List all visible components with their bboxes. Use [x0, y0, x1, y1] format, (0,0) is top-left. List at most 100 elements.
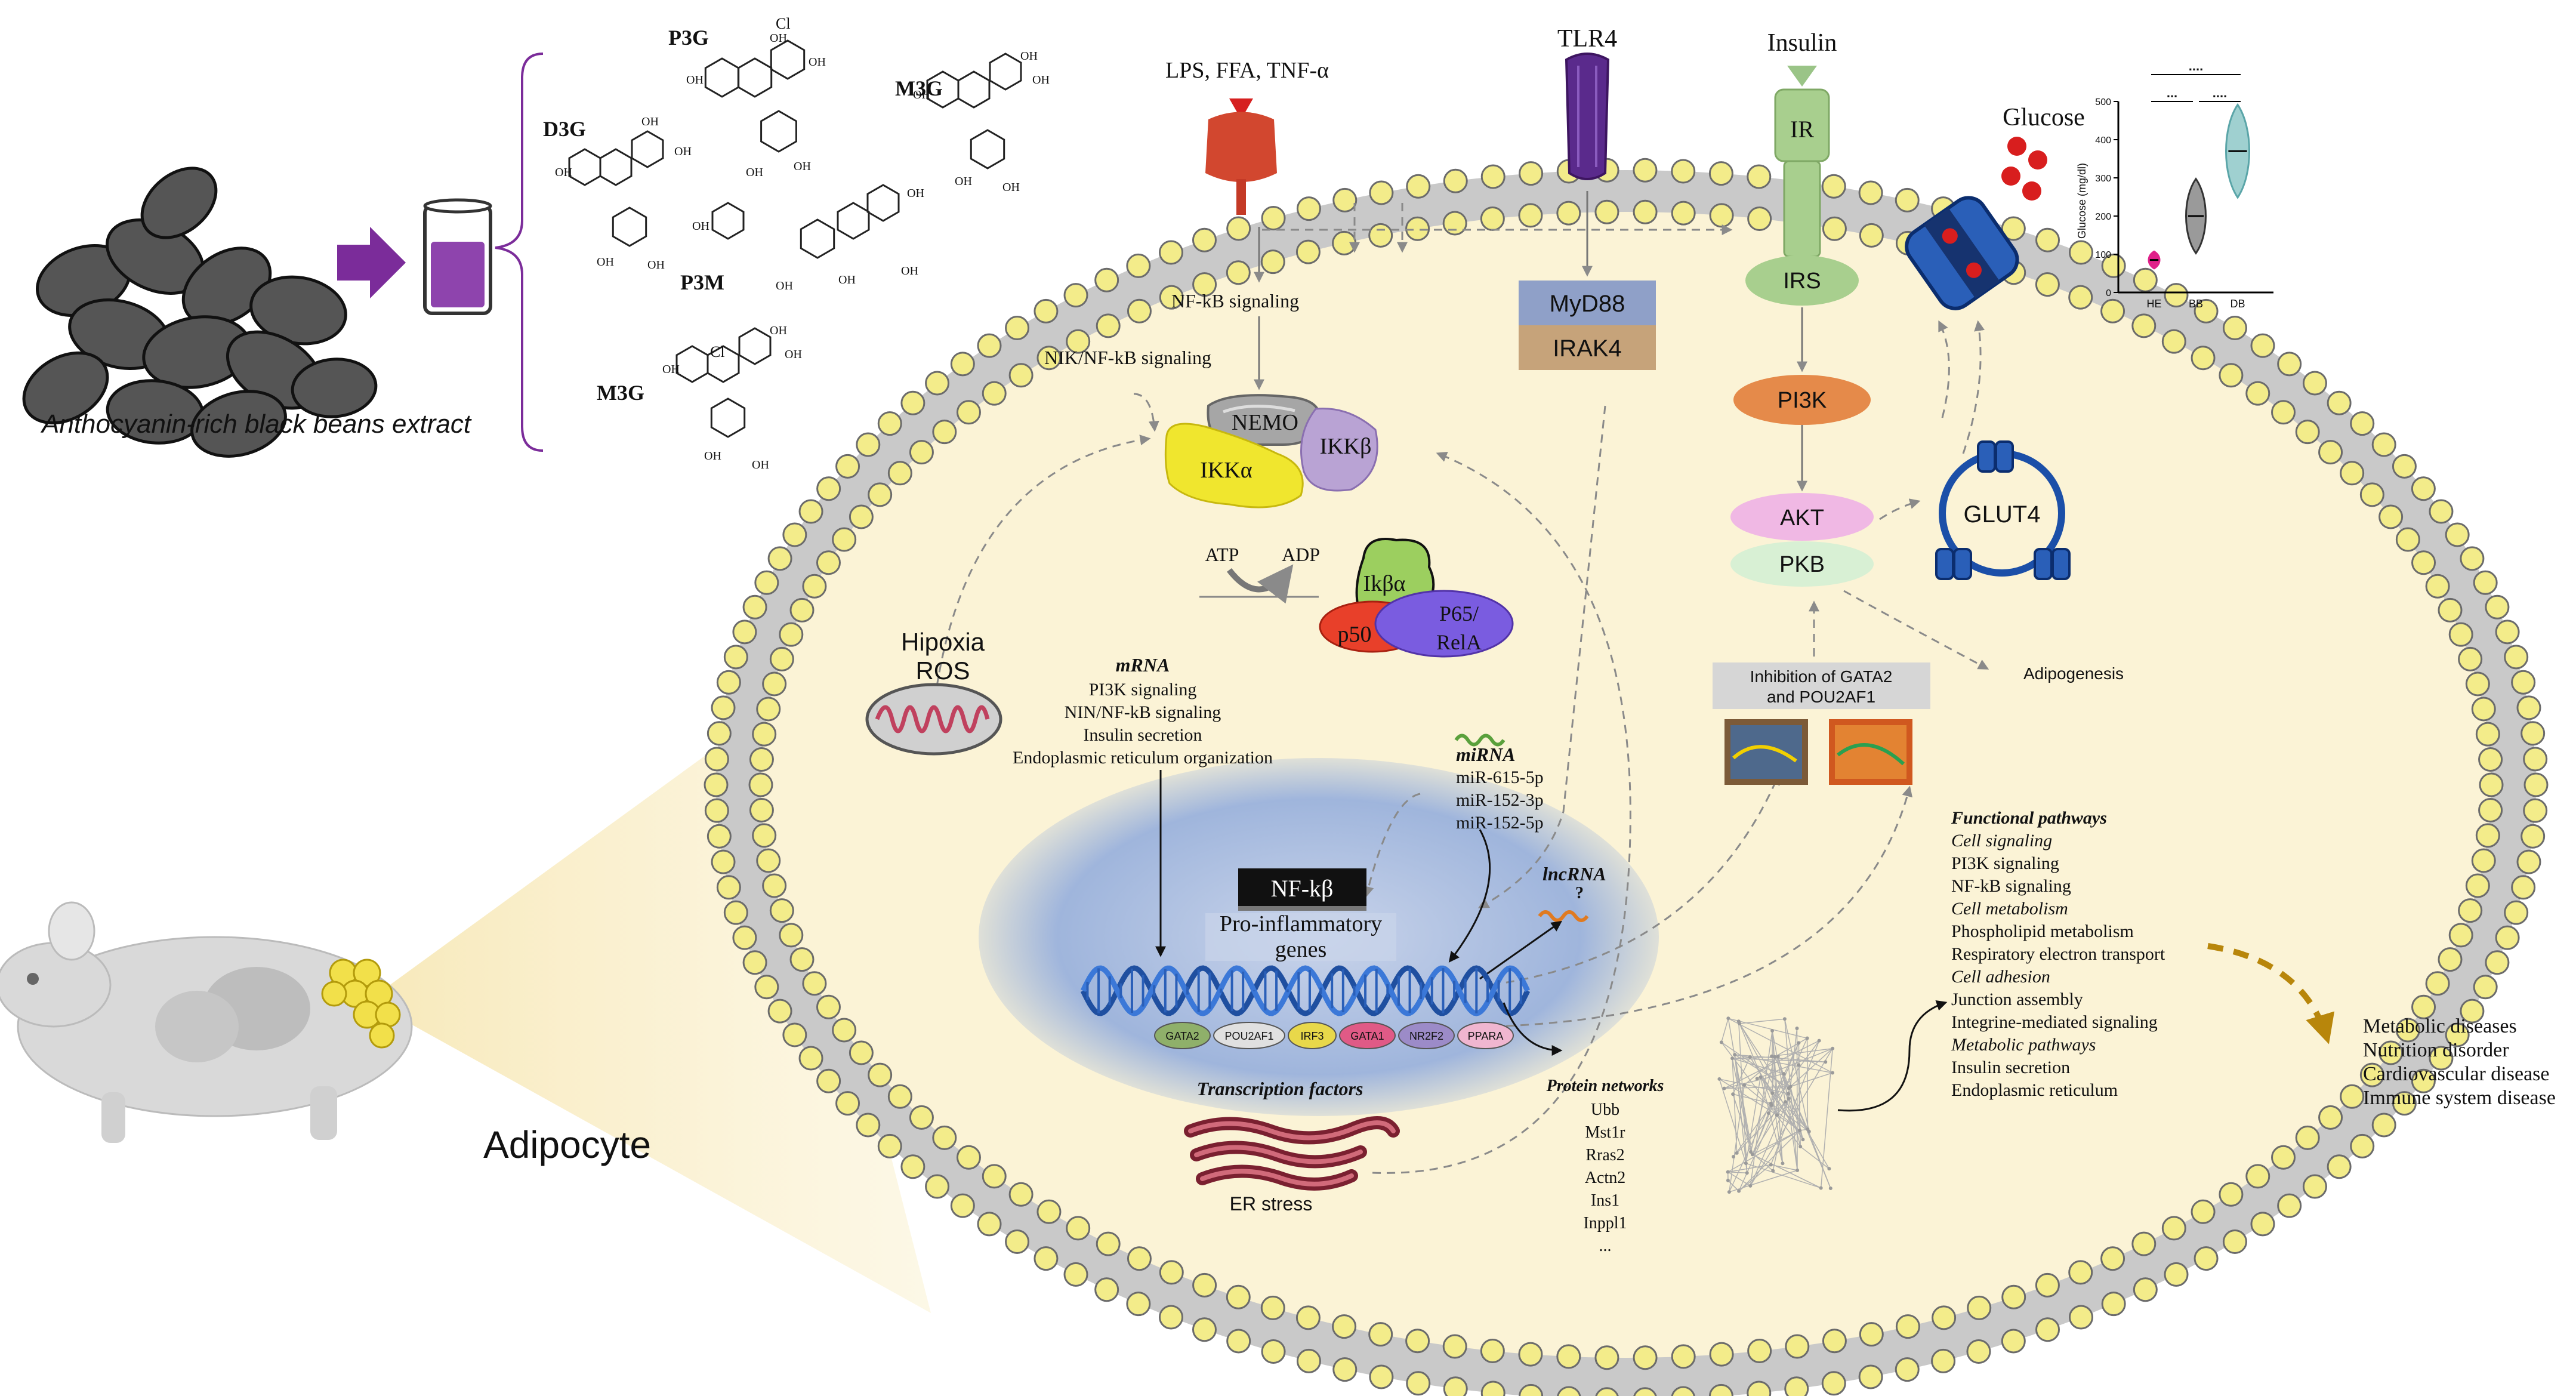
lipid-head	[2001, 216, 2026, 241]
pkb-node	[1730, 541, 1874, 587]
lipid-head	[1226, 1329, 1251, 1354]
hydroxyl-label: OH	[686, 73, 704, 87]
adipogenesis-label: Adipogenesis	[2023, 664, 2124, 683]
dna-helix	[1080, 965, 1531, 1016]
lipid-head	[2164, 283, 2189, 308]
lipid-head	[1747, 1380, 1772, 1396]
lipid-head	[835, 454, 860, 479]
pathway-item: Integrine-mediated signaling	[1951, 1012, 2158, 1032]
lipid-head	[982, 1164, 1007, 1189]
akt-label: AKT	[1780, 506, 1824, 531]
tf-label: IRF3	[1300, 1030, 1324, 1042]
label-p3g: P3G	[668, 26, 709, 50]
hydroxyl-label: OH	[647, 258, 665, 272]
lipid-head	[2478, 747, 2503, 772]
lipid-head	[1332, 1357, 1358, 1382]
ikka-label: IKKα	[1200, 458, 1252, 483]
lipid-head	[1406, 174, 1431, 199]
lipid-head	[1063, 283, 1088, 308]
lipid-head	[932, 1125, 957, 1150]
network-edge	[1776, 1114, 1800, 1131]
lipid-head	[2485, 594, 2510, 620]
lipid-head	[2245, 381, 2270, 406]
lipid-head	[887, 1084, 912, 1109]
network-node	[1742, 1083, 1747, 1087]
network-edge	[1727, 1018, 1751, 1152]
network-edge	[1760, 1077, 1784, 1164]
lipid-head	[1226, 216, 1251, 241]
network-node	[1796, 1168, 1800, 1172]
lipid-head	[1094, 267, 1119, 292]
lipid-head	[769, 898, 794, 923]
irs-node	[1745, 255, 1859, 306]
network-node	[1827, 1167, 1831, 1171]
lipid-head	[1967, 1295, 1992, 1320]
mrna-title: mRNA	[1116, 654, 1170, 676]
extract-caption: Anthocyanin-rich black beans extract	[40, 409, 472, 439]
lipid-head	[2395, 1018, 2420, 1043]
hydroxyl-label: OH	[776, 279, 793, 292]
tf-label: GATA2	[1165, 1030, 1199, 1042]
lipid-head	[2191, 1199, 2216, 1224]
ir-label: IR	[1790, 116, 1814, 143]
label-m3g-top: M3G	[895, 76, 943, 100]
disease-item: Nutrition disorder	[2363, 1039, 2509, 1061]
lipid-head	[2069, 1305, 2093, 1330]
lipid-head	[749, 797, 774, 822]
lipid-head	[2429, 499, 2454, 524]
lipid-head	[2161, 1216, 2186, 1241]
lipid-head	[2001, 1284, 2026, 1309]
lipid-head	[2219, 363, 2244, 388]
lipid-head	[732, 620, 757, 645]
lipid-head	[1260, 249, 1285, 275]
extract-beaker	[423, 198, 492, 315]
pkb-label: PKB	[1779, 552, 1825, 577]
pathway-item: Insulin secretion	[1951, 1058, 2070, 1077]
lipid-head	[2425, 574, 2450, 599]
lipid-head	[2504, 900, 2529, 925]
hydroxyl-label: OH	[1020, 50, 1038, 63]
lipid-head	[877, 1133, 902, 1158]
inhibition-line2: and POU2AF1	[1767, 688, 1875, 706]
lipid-head	[925, 371, 950, 396]
tf-label: NR2F2	[1409, 1030, 1443, 1042]
lipid-head	[2395, 527, 2420, 552]
lipid-head	[856, 432, 881, 457]
network-node	[1798, 1129, 1802, 1133]
violin-sig-right: ....	[2213, 85, 2227, 100]
pathway-item: Cell metabolism	[1951, 899, 2068, 919]
network-edge	[1719, 1078, 1747, 1164]
network-node	[1727, 1190, 1731, 1194]
lipid-head	[1594, 199, 1619, 224]
lipid-head	[1296, 196, 1321, 221]
lipid-head	[2523, 798, 2548, 823]
network-edge	[1760, 1077, 1804, 1140]
lipid-head	[956, 400, 981, 425]
network-edge	[1721, 1041, 1801, 1147]
lipid-head	[2445, 522, 2470, 547]
lipid-head	[950, 352, 975, 377]
network-edge	[1800, 1146, 1830, 1169]
network-node	[1755, 1077, 1759, 1081]
network-node	[1798, 1145, 1803, 1149]
lipid-head	[707, 824, 732, 849]
lipid-head	[1192, 227, 1217, 252]
pathway-item: Cell adhesion	[1951, 967, 2050, 987]
network-node	[1801, 1138, 1805, 1142]
lipid-head	[1066, 329, 1091, 354]
lipid-head	[2318, 440, 2343, 465]
lipid-head	[1821, 1371, 1846, 1396]
lipid-head	[2068, 285, 2093, 310]
lipid-head	[1368, 1322, 1393, 1347]
compound-bracket	[495, 53, 544, 452]
lipid-head	[2475, 823, 2500, 848]
lipid-head	[1260, 1295, 1285, 1320]
glut4-vesicle	[1935, 440, 2071, 580]
lipid-head	[2131, 1231, 2157, 1256]
network-node	[1805, 1036, 1809, 1040]
lipid-head	[2411, 550, 2436, 575]
lipid-head	[2495, 925, 2520, 950]
lipid-head	[816, 476, 841, 501]
ikkb-label: IKKβ	[1320, 434, 1372, 459]
